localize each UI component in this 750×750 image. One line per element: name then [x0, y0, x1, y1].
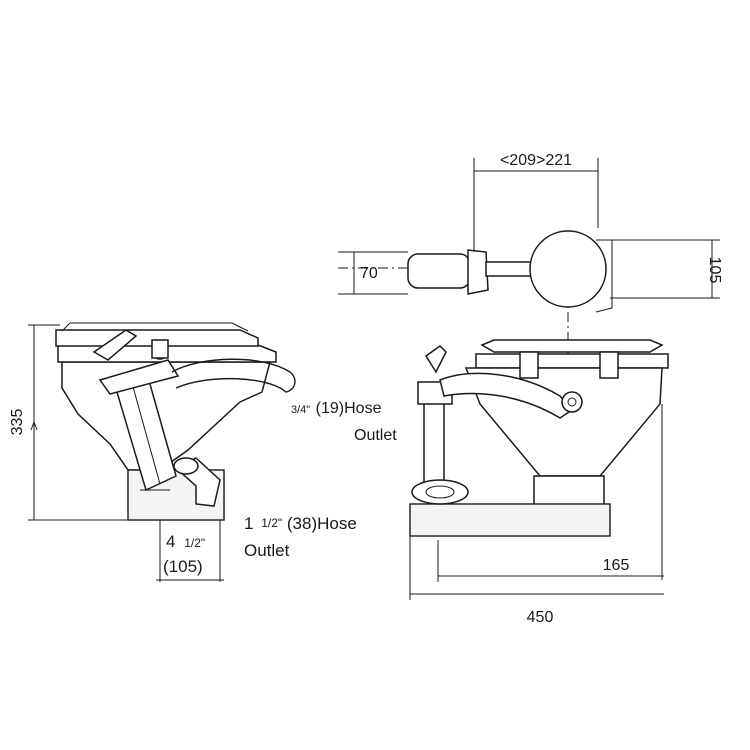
dim-overall-length: 450 — [527, 609, 554, 626]
label-large-outlet-word: Outlet — [244, 541, 290, 560]
label-large-outlet: 1 1/2" (38)Hose — [244, 512, 357, 533]
side-hose — [171, 358, 296, 393]
front-view — [409, 339, 669, 600]
top-handle — [407, 253, 471, 289]
dim-top-depth: 105 — [706, 257, 723, 284]
front-hose — [439, 372, 574, 419]
front-small-outlet — [561, 391, 583, 413]
dim-top-width: <209>221 — [500, 152, 572, 169]
side-view — [28, 322, 296, 582]
front-lid — [480, 339, 664, 353]
side-pump-handle — [92, 329, 138, 361]
label-small-outlet: 3/4" (19)Hose — [291, 400, 382, 417]
top-view — [338, 158, 720, 404]
label-small-outlet-word: Outlet — [354, 427, 397, 444]
dim-height-335: 335 — [9, 409, 26, 436]
dim-base-offset-mm: (105) — [163, 557, 203, 576]
side-lid — [55, 329, 259, 347]
front-pump-column — [423, 399, 445, 493]
dim-handle-width: 70 — [360, 265, 378, 282]
front-base — [409, 503, 611, 537]
dim-base-offset-inches: 4 1/2" — [166, 532, 205, 551]
top-bowl — [529, 230, 607, 308]
dim-pump-offset: 165 — [603, 557, 630, 574]
